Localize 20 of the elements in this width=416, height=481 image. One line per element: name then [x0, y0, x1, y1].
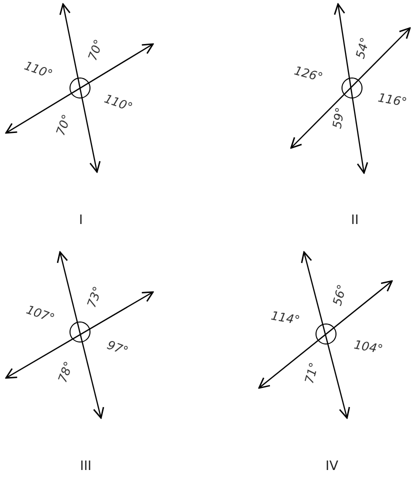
angle-label: 71° [302, 361, 320, 385]
figure-number: I [79, 214, 83, 226]
angle-label: 70° [54, 112, 72, 138]
angle-label: 110° [102, 92, 134, 114]
angle-label: 59° [330, 106, 346, 130]
figure-number: II [351, 214, 359, 226]
angle-label: 107° [24, 303, 56, 325]
angle-label: 97° [105, 338, 130, 358]
angle-label: 116° [376, 92, 408, 108]
angle-label: 78° [56, 360, 74, 384]
figure-number: III [80, 460, 92, 472]
angle-label: 114° [270, 310, 300, 326]
angle-label: 70° [86, 38, 104, 62]
angle-label: 56° [330, 283, 348, 307]
angle-label: 54° [354, 36, 371, 60]
angle-label: 126° [292, 64, 324, 84]
angle-label: 104° [352, 338, 384, 356]
figure-number: IV [326, 460, 338, 472]
angle-label: 73° [84, 284, 104, 310]
angle-label: 110° [22, 59, 54, 81]
